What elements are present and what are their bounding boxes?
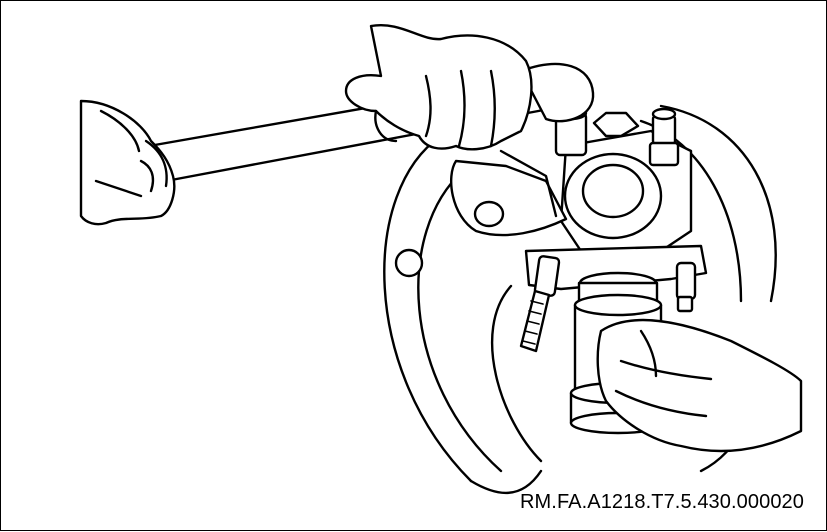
figure-reference-code: RM.FA.A1218.T7.5.430.000020 (520, 491, 804, 513)
right-hand (344, 23, 533, 151)
knuckle (559, 129, 693, 253)
lower-hand (596, 318, 803, 453)
puller-tool (519, 244, 708, 353)
disc-hole (394, 248, 424, 278)
left-hand (79, 99, 176, 226)
